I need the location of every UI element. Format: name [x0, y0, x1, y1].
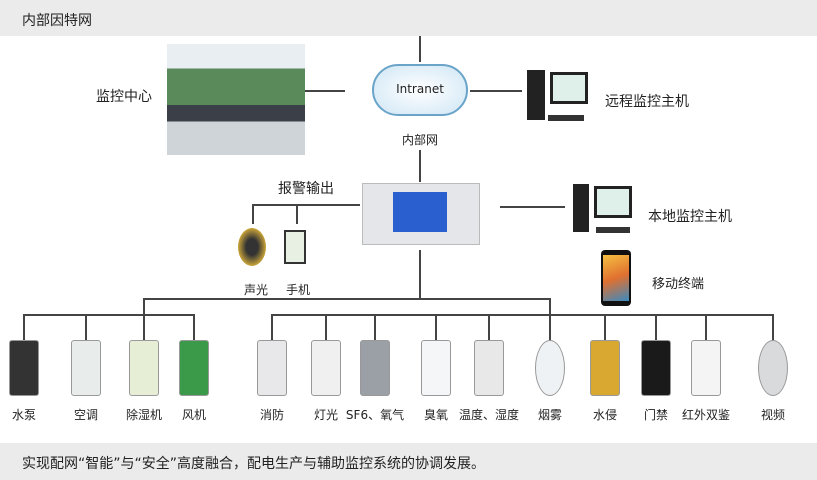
intranet-label: 内部网	[402, 133, 439, 147]
device-label: 灯光	[313, 408, 339, 422]
device-icon	[311, 340, 341, 396]
device-label: 温度、湿度	[458, 408, 520, 422]
device-icon	[590, 340, 620, 396]
device-label: 烟雾	[537, 408, 563, 422]
connector	[470, 90, 522, 92]
keyboard-icon	[596, 227, 630, 233]
connector	[252, 204, 254, 224]
local-host-label: 本地监控主机	[648, 209, 732, 225]
connector	[143, 314, 145, 352]
device-icon	[257, 340, 287, 396]
local-pc-monitor-icon	[594, 186, 632, 218]
remote-pc-tower-icon	[527, 70, 545, 120]
device-label: SF6、氧气	[345, 408, 405, 422]
controller-screen	[393, 192, 447, 232]
device-label: 除湿机	[125, 408, 163, 422]
cloud-text: Intranet	[396, 82, 444, 96]
remote-pc-monitor-icon	[550, 72, 588, 104]
device-label: 红外双鉴	[681, 408, 731, 422]
mobile-label: 移动终端	[652, 277, 705, 292]
monitoring-center-image	[167, 44, 305, 155]
controller-device[interactable]	[362, 183, 480, 245]
device-icon	[758, 340, 788, 396]
connector	[252, 204, 360, 206]
header-title: 内部因特网	[22, 13, 92, 29]
speaker-light-icon	[238, 228, 266, 266]
connector	[655, 314, 657, 348]
device-icon	[129, 340, 159, 396]
connector	[419, 150, 421, 182]
device-label: 水侵	[592, 408, 618, 422]
connector	[271, 314, 273, 348]
connector	[549, 298, 551, 314]
connector	[488, 314, 490, 348]
connector	[419, 36, 421, 62]
device-label: 风机	[181, 408, 207, 422]
remote-host-label: 远程监控主机	[605, 94, 689, 110]
device-label: 臭氧	[423, 408, 449, 422]
header-bar: 内部因特网	[0, 0, 817, 36]
keyboard-icon	[548, 115, 584, 121]
device-label: 消防	[259, 408, 285, 422]
connector	[604, 314, 606, 348]
alarm-item-label: 手机	[286, 283, 311, 297]
device-icon	[641, 340, 671, 396]
connector	[772, 314, 774, 348]
connector	[296, 204, 298, 224]
connector	[549, 314, 551, 348]
connector	[193, 314, 195, 352]
phone-icon	[284, 230, 306, 264]
alarm-item-label: 声光	[244, 283, 269, 297]
connector	[419, 250, 421, 299]
footer-text: 实现配网“智能”与“安全”高度融合，配电生产与辅助监控系统的协调发展。	[22, 456, 486, 472]
connector	[500, 206, 565, 208]
connector	[23, 314, 195, 316]
connector	[435, 314, 437, 348]
device-icon	[71, 340, 101, 396]
footer-bar: 实现配网“智能”与“安全”高度融合，配电生产与辅助监控系统的协调发展。	[0, 443, 817, 480]
connector	[143, 298, 145, 314]
device-icon	[691, 340, 721, 396]
mobile-phone-icon	[601, 250, 631, 306]
device-icon	[179, 340, 209, 396]
device-label: 门禁	[643, 408, 669, 422]
connector	[23, 314, 25, 352]
intranet-cloud-icon: Intranet	[372, 64, 468, 116]
connector	[85, 314, 87, 352]
connector	[705, 314, 707, 348]
device-icon	[360, 340, 390, 396]
device-icon	[9, 340, 39, 396]
connector	[325, 314, 327, 348]
connector	[271, 314, 774, 316]
device-icon	[535, 340, 565, 396]
device-label: 空调	[73, 408, 99, 422]
connector	[290, 90, 345, 92]
local-pc-tower-icon	[573, 184, 589, 232]
monitor-center-label: 监控中心	[96, 89, 152, 105]
alarm-output-label: 报警输出	[278, 181, 334, 197]
connector	[143, 298, 551, 300]
device-label: 水泵	[11, 408, 37, 422]
device-icon	[474, 340, 504, 396]
connector	[374, 314, 376, 348]
device-icon	[421, 340, 451, 396]
device-label: 视频	[760, 408, 786, 422]
